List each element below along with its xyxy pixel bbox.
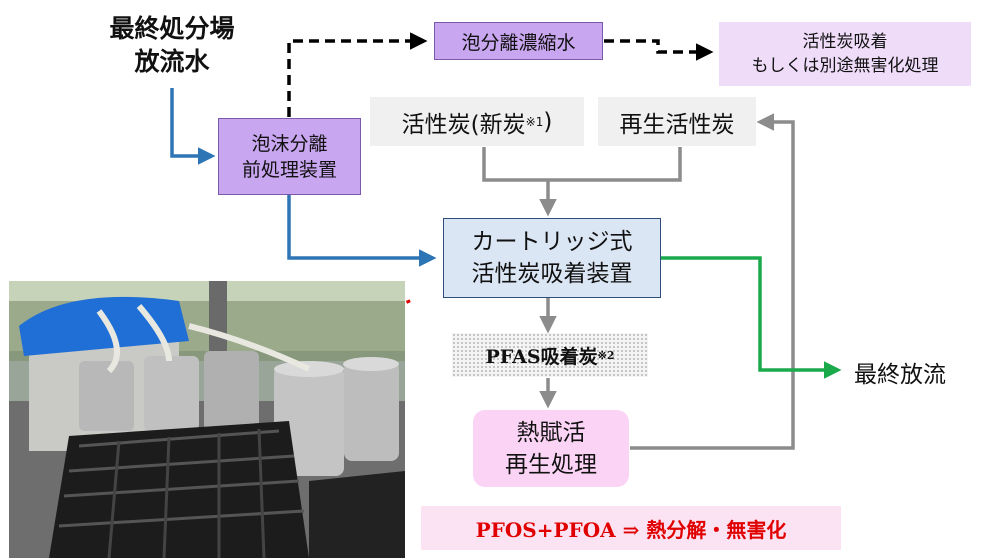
foam-concentrate-label: 泡分離濃縮水 (461, 31, 576, 54)
source-line2: 放流水 (134, 47, 210, 76)
pfas-carbon-label: PFAS吸着炭 (485, 345, 598, 368)
result-text: PFOS+PFOA ⇒ 熱分解・無害化 (475, 517, 787, 542)
source-label: 最終処分場 放流水 (100, 12, 244, 78)
connector-new-carbon (482, 147, 682, 182)
final-discharge-label: 最終放流 (854, 362, 946, 388)
cartridge-line1: カートリッジ式 (471, 229, 633, 255)
cartridge-unit-box: カートリッジ式 活性炭吸着装置 (443, 218, 661, 298)
new-carbon-box: 活性炭(新炭※1) (370, 97, 584, 146)
new-carbon-label: 活性炭(新炭 (401, 111, 526, 138)
concentrate-treatment-line2: もしくは別途無害化処理 (751, 56, 939, 76)
regen-carbon-box: 再生活性炭 (598, 97, 756, 146)
thermal-line2: 再生処理 (505, 451, 597, 478)
arrow-thermal-to-regen (630, 113, 795, 450)
new-carbon-close: ) (543, 108, 553, 135)
foam-pretreatment-line1: 泡沫分離 (251, 132, 328, 155)
regen-carbon-label: 再生活性炭 (619, 111, 735, 138)
thermal-line1: 熱賦活 (516, 419, 586, 446)
arrow-pretreatment-to-concentrate (287, 32, 428, 117)
thermal-regeneration-box: 熱賦活 再生処理 (473, 410, 629, 487)
cartridge-line2: 活性炭吸着装置 (471, 261, 633, 287)
concentrate-treatment-box: 活性炭吸着 もしくは別途無害化処理 (719, 22, 971, 86)
pfas-carbon-note: ※2 (597, 348, 615, 362)
foam-pretreatment-box: 泡沫分離 前処理装置 (218, 118, 361, 195)
equipment-photo-illustration (9, 281, 405, 558)
arrow-cartridge-to-final (661, 256, 842, 379)
arrow-pretreatment-to-cartridge (287, 195, 437, 267)
equipment-photo (9, 281, 405, 558)
result-banner: PFOS+PFOA ⇒ 熱分解・無害化 (421, 506, 841, 550)
concentrate-treatment-line1: 活性炭吸着 (802, 32, 888, 52)
foam-pretreatment-line2: 前処理装置 (241, 158, 337, 181)
arrow-source-to-pretreatment (170, 88, 216, 165)
source-line1: 最終処分場 (109, 14, 235, 43)
new-carbon-note: ※1 (525, 114, 544, 129)
pfas-carbon-box: PFAS吸着炭※2 (452, 333, 648, 377)
foam-concentrate-box: 泡分離濃縮水 (434, 22, 603, 60)
arrow-concentrate-to-treatment (604, 39, 714, 61)
